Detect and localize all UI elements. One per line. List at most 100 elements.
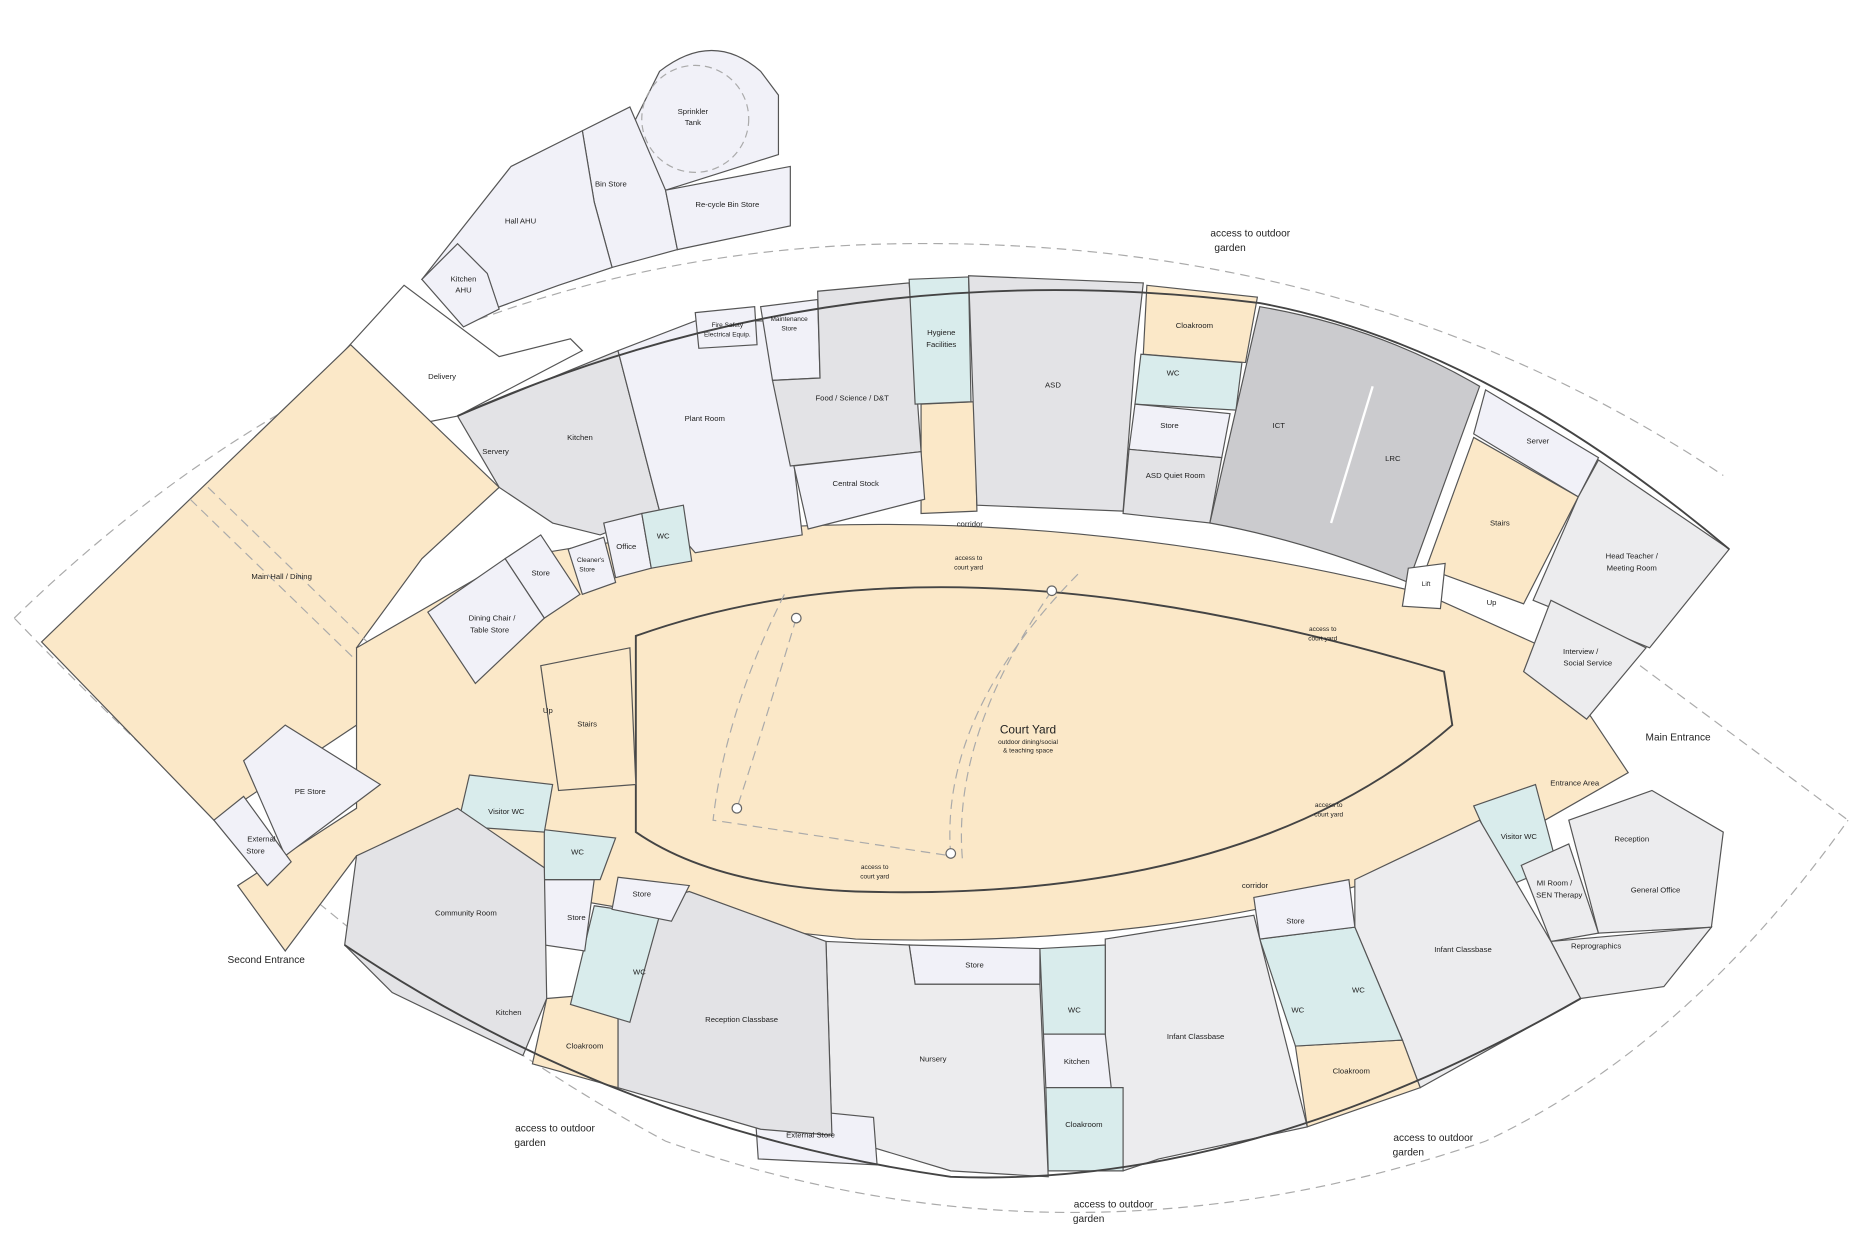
label-office: Office xyxy=(616,542,636,551)
sprinkler-tank-outline xyxy=(641,64,750,173)
label-hall-ahu: Hall AHU xyxy=(505,216,536,225)
room-pe-store xyxy=(242,724,382,857)
room-ict-lrc xyxy=(1209,305,1481,584)
label-wc-south-4: WC xyxy=(1068,1006,1081,1015)
outer-wall-south xyxy=(344,944,1582,1179)
room-cloakroom-2 xyxy=(1045,1087,1124,1172)
room-wc-nursery xyxy=(1039,944,1106,1035)
label-cloakroom-3: Cloakroom xyxy=(1333,1066,1370,1075)
label-main-entrance: Main Entrance xyxy=(1646,733,1711,744)
room-kitchen-ahu xyxy=(421,242,500,328)
label-wc: WC xyxy=(1167,369,1180,378)
label-plant-room: Plant Room xyxy=(685,414,725,423)
room-store-asd xyxy=(1128,403,1231,459)
label-interview: Interview /Social Service xyxy=(1563,647,1612,668)
label-nursery: Nursery xyxy=(919,1054,946,1063)
court-yard-paths xyxy=(712,570,1082,862)
label-servery: Servery xyxy=(482,447,509,456)
tree-marker xyxy=(790,612,802,624)
label-food-science: Food / Science / D&T xyxy=(815,394,889,403)
label-wc-south-2: WC xyxy=(1352,986,1365,995)
outer-wall-north xyxy=(457,289,1730,550)
label-reprographics: Reprographics xyxy=(1571,942,1621,951)
room-visitor-wc-west xyxy=(456,774,554,833)
label-asd-quiet: ASD Quiet Room xyxy=(1146,471,1205,480)
label-general-office: General Office xyxy=(1631,886,1681,895)
tree-marker xyxy=(945,848,957,859)
label-store-south-2: Store xyxy=(567,913,585,922)
room-delivery xyxy=(343,284,584,423)
label-lift: Lift xyxy=(1422,581,1431,588)
label-community-room: Community Room xyxy=(435,908,497,917)
room-asd-quiet xyxy=(1122,448,1223,524)
label-corridor-south: corridor xyxy=(1242,881,1269,890)
room-wc xyxy=(641,504,693,569)
label-up-west: Up xyxy=(543,706,553,715)
label-court-yard-subtitle: outdoor dining/social& teaching space xyxy=(998,739,1058,754)
room-reception-office xyxy=(1568,789,1724,934)
room-external-store-west xyxy=(213,795,292,887)
label-infant-classbase-2: Infant Classbase xyxy=(1167,1032,1224,1041)
room-lift xyxy=(1401,562,1446,610)
room-recycle-bin-store xyxy=(664,165,791,251)
label-entrance-area: Entrance Area xyxy=(1550,779,1600,788)
label-cloakroom-2: Cloakroom xyxy=(1065,1120,1102,1129)
south-wing xyxy=(213,647,1582,1178)
room-asd xyxy=(967,275,1144,512)
label-recycle-bin-store: Re-cycle Bin Store xyxy=(695,200,759,209)
label-bin-store: Bin Store xyxy=(595,180,627,189)
label-head-teacher: Head Teacher /Meeting Room xyxy=(1606,552,1659,573)
label-kitchen-nursery: Kitchen xyxy=(1064,1057,1090,1066)
label-lrc: LRC xyxy=(1385,454,1401,463)
room-cloakroom-3 xyxy=(1294,1039,1421,1128)
label-pe-store: PE Store xyxy=(295,787,326,796)
label-dining-store: Dining Chair /Table Store xyxy=(469,613,517,634)
label-ict: ICT xyxy=(1273,421,1286,430)
room-dining-store xyxy=(427,557,546,685)
label-up-east: Up xyxy=(1487,598,1497,607)
room-hygiene xyxy=(908,276,972,405)
label-kitchen-community: Kitchen xyxy=(496,1008,522,1017)
label-asd: ASD xyxy=(1045,381,1061,390)
label-store-south-3: Store xyxy=(1286,917,1304,926)
room-fire-safety xyxy=(694,306,758,349)
label-reception-classbase: Reception Classbase xyxy=(705,1015,778,1024)
tree-marker xyxy=(1046,585,1058,597)
label-main-hall: Main Hall / Dining xyxy=(251,572,311,581)
north-wing xyxy=(427,275,1481,685)
room-central-stock xyxy=(793,451,926,530)
tree-marker xyxy=(731,802,743,814)
service-block xyxy=(343,50,791,423)
room-wc-asd xyxy=(1134,353,1243,411)
room-cloakroom xyxy=(1142,284,1259,364)
label-stairs-west: Stairs xyxy=(577,719,597,728)
label-kitchen: Kitchen xyxy=(567,433,593,442)
label-wc-small: WC xyxy=(657,531,670,540)
label-stairs-east: Stairs xyxy=(1490,518,1510,527)
corridor-spur xyxy=(920,401,978,515)
room-community xyxy=(344,807,548,1057)
label-wc-south-3: WC xyxy=(1291,1006,1304,1015)
label-mi-room: MI Room /SEN Therapy xyxy=(1536,879,1582,900)
label-store-south-4: Store xyxy=(965,961,983,970)
label-second-entrance: Second Entrance xyxy=(227,955,305,966)
label-store-left: Store xyxy=(532,568,550,577)
label-wc-south-1: WC xyxy=(633,968,646,977)
label-external-store-south: External Store xyxy=(786,1131,835,1140)
room-stairs-east xyxy=(1425,436,1580,605)
label-wc-west: WC xyxy=(571,848,584,857)
